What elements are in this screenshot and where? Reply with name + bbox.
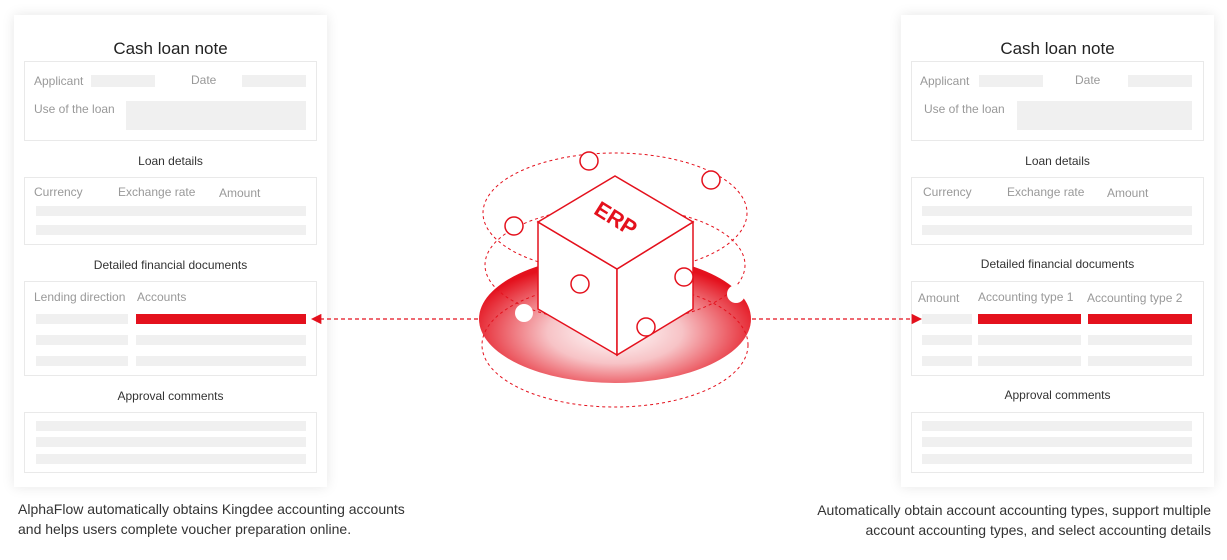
orbit-middle — [484, 206, 746, 324]
financial-docs-box: Lending direction Accounts — [24, 281, 317, 376]
approval-comments-title: Approval comments — [1004, 388, 1111, 402]
platform-node — [515, 304, 533, 322]
date-label: Date — [191, 73, 217, 87]
applicant-label: Applicant — [920, 74, 970, 88]
currency-label: Currency — [34, 185, 83, 199]
docs-row-1-cell-1 — [922, 314, 972, 324]
header-fields-box: Applicant Date Use of the loan — [24, 61, 317, 141]
right-caption-line-2: account accounting types, and select acc… — [865, 522, 1211, 538]
approval-row-1 — [36, 421, 306, 431]
right-caption-line-1: Automatically obtain account accounting … — [817, 502, 1211, 518]
exchange-rate-label: Exchange rate — [118, 185, 196, 199]
loan-row-2 — [922, 225, 1192, 235]
amount-label: Amount — [1107, 186, 1149, 200]
header-fields-box: Applicant Date Use of the loan — [911, 61, 1204, 141]
docs-row-2-cell-1 — [922, 335, 972, 345]
use-of-loan-label: Use of the loan — [34, 102, 115, 116]
loan-details-title: Loan details — [138, 154, 203, 168]
exchange-rate-label: Exchange rate — [1007, 185, 1085, 199]
docs-row-3-cell-2 — [136, 356, 306, 366]
use-of-loan-field[interactable] — [1017, 101, 1192, 130]
docs-row-2-cell-2 — [136, 335, 306, 345]
use-of-loan-field[interactable] — [126, 101, 306, 130]
left-caption-line-1: AlphaFlow automatically obtains Kingdee … — [18, 501, 405, 517]
applicant-label: Applicant — [34, 74, 84, 88]
loan-details-box: Currency Exchange rate Amount — [911, 177, 1204, 245]
left-caption-line-2: and helps users complete voucher prepara… — [18, 521, 352, 537]
card-title: Cash loan note — [1000, 39, 1115, 58]
orbit-node — [579, 151, 599, 171]
approval-row-1 — [922, 421, 1192, 431]
approval-row-3 — [922, 454, 1192, 464]
date-field[interactable] — [1128, 75, 1192, 87]
approval-box — [911, 412, 1204, 473]
orbit-node — [701, 170, 721, 190]
applicant-field[interactable] — [91, 75, 155, 87]
docs-row-2-cell-3 — [1088, 335, 1192, 345]
loan-details-box: Currency Exchange rate Amount — [24, 177, 317, 245]
orbit-node — [674, 267, 694, 287]
loan-row-1 — [36, 206, 306, 216]
approval-comments-title: Approval comments — [117, 389, 224, 403]
accounting-type-2-label: Accounting type 2 — [1087, 291, 1183, 305]
left-caption: AlphaFlow automatically obtains Kingdee … — [18, 499, 405, 539]
docs-row-2-cell-1 — [36, 335, 128, 345]
docs-row-2-cell-2 — [978, 335, 1081, 345]
docs-row-3-cell-3 — [1088, 356, 1192, 366]
amount-column-label: Amount — [918, 291, 960, 305]
left-form-card: Cash loan note Applicant Date Use of the… — [14, 15, 327, 487]
card-title: Cash loan note — [113, 39, 228, 58]
docs-row-3-cell-2 — [978, 356, 1081, 366]
right-caption: Automatically obtain account accounting … — [817, 500, 1211, 540]
loan-row-2 — [36, 225, 306, 235]
accounts-highlight-bar — [136, 314, 306, 324]
use-of-loan-label: Use of the loan — [924, 102, 1005, 116]
loan-details-title: Loan details — [1025, 154, 1090, 168]
accounting-type-2-highlight-bar — [1088, 314, 1192, 324]
orbit-node — [570, 274, 590, 294]
orbit-node — [636, 317, 656, 337]
applicant-field[interactable] — [979, 75, 1043, 87]
accounts-label: Accounts — [137, 290, 187, 304]
right-form-card: Cash loan note Applicant Date Use of the… — [901, 15, 1214, 487]
financial-docs-title: Detailed financial documents — [980, 257, 1135, 271]
loan-row-1 — [922, 206, 1192, 216]
approval-row-3 — [36, 454, 306, 464]
docs-row-3-cell-1 — [922, 356, 972, 366]
approval-row-2 — [922, 437, 1192, 447]
docs-row-3-cell-1 — [36, 356, 128, 366]
accounting-type-1-highlight-bar — [978, 314, 1081, 324]
approval-row-2 — [36, 437, 306, 447]
date-field[interactable] — [242, 75, 306, 87]
accounting-type-1-label: Accounting type 1 — [978, 290, 1074, 304]
platform-node — [727, 285, 745, 303]
orbit-node — [504, 216, 524, 236]
docs-row-1-cell-1 — [36, 314, 128, 324]
financial-docs-title: Detailed financial documents — [93, 258, 248, 272]
amount-label: Amount — [219, 186, 261, 200]
currency-label: Currency — [923, 185, 972, 199]
approval-box — [24, 412, 317, 473]
date-label: Date — [1075, 73, 1101, 87]
financial-docs-box: Amount Accounting type 1 Accounting type… — [911, 281, 1204, 376]
lending-direction-label: Lending direction — [34, 290, 126, 304]
